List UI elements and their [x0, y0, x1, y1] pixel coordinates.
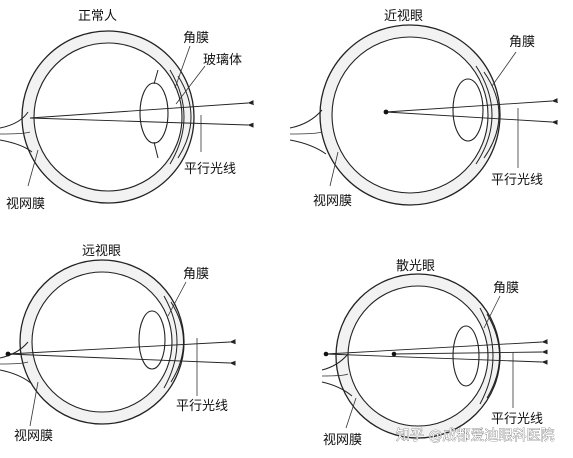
label-rays-myopia: 平行光线: [491, 173, 543, 188]
label-retina-myopia: 视网膜: [313, 194, 352, 209]
label-rays-hyperopia: 平行光线: [176, 399, 228, 414]
label-cornea-astigmatism: 角膜: [493, 281, 519, 296]
optic-nerve-hyperopia: [0, 341, 33, 385]
label-retina-astigmatism: 视网膜: [323, 433, 362, 448]
optic-nerve-astigmatism: [321, 353, 353, 397]
eyeball-astigmatism: [335, 273, 501, 439]
panel-title-astigmatism: 散光眼: [396, 259, 435, 274]
panel-title-myopia: 近视眼: [384, 9, 423, 24]
watermark-text: 知乎 @成都爱迪眼科医院: [396, 427, 554, 444]
leader-lines-normal: [27, 45, 206, 187]
panel-myopia: 近视眼 角膜 平行光线 视网膜: [289, 9, 558, 209]
label-retina-normal: 视网膜: [6, 197, 45, 212]
panel-title-normal: 正常人: [78, 9, 117, 24]
panel-hyperopia: 远视眼 角膜 平行光线 视网膜: [0, 244, 236, 444]
light-rays-astigmatism: [323, 339, 548, 365]
optic-nerve-myopia: [289, 109, 327, 155]
panel-title-hyperopia: 远视眼: [82, 244, 121, 259]
label-cornea-normal: 角膜: [183, 31, 209, 46]
eyeball-hyperopia: [19, 259, 185, 425]
label-rays-normal: 平行光线: [184, 162, 236, 177]
light-rays-hyperopia: [5, 339, 236, 366]
label-cornea-myopia: 角膜: [509, 35, 535, 50]
label-retina-hyperopia: 视网膜: [14, 429, 53, 444]
light-rays-myopia: [383, 98, 558, 125]
optic-nerve-normal: [0, 111, 33, 153]
leader-lines-hyperopia: [29, 281, 198, 427]
eyeball-myopia: [319, 24, 501, 206]
leader-lines-astigmatism: [345, 295, 514, 429]
light-rays-normal: [29, 100, 254, 128]
label-vitreous-normal: 玻璃体: [203, 53, 242, 68]
panel-normal: 正常人 角膜 玻璃体 平行光线 视网膜: [0, 9, 254, 212]
panel-astigmatism: 散光眼 角膜 平行光线 视网膜: [321, 259, 548, 448]
label-rays-astigmatism: 平行光线: [491, 412, 543, 427]
eyeball-normal: [21, 30, 195, 204]
leader-lines-myopia: [329, 51, 519, 187]
label-cornea-hyperopia: 角膜: [183, 267, 209, 282]
